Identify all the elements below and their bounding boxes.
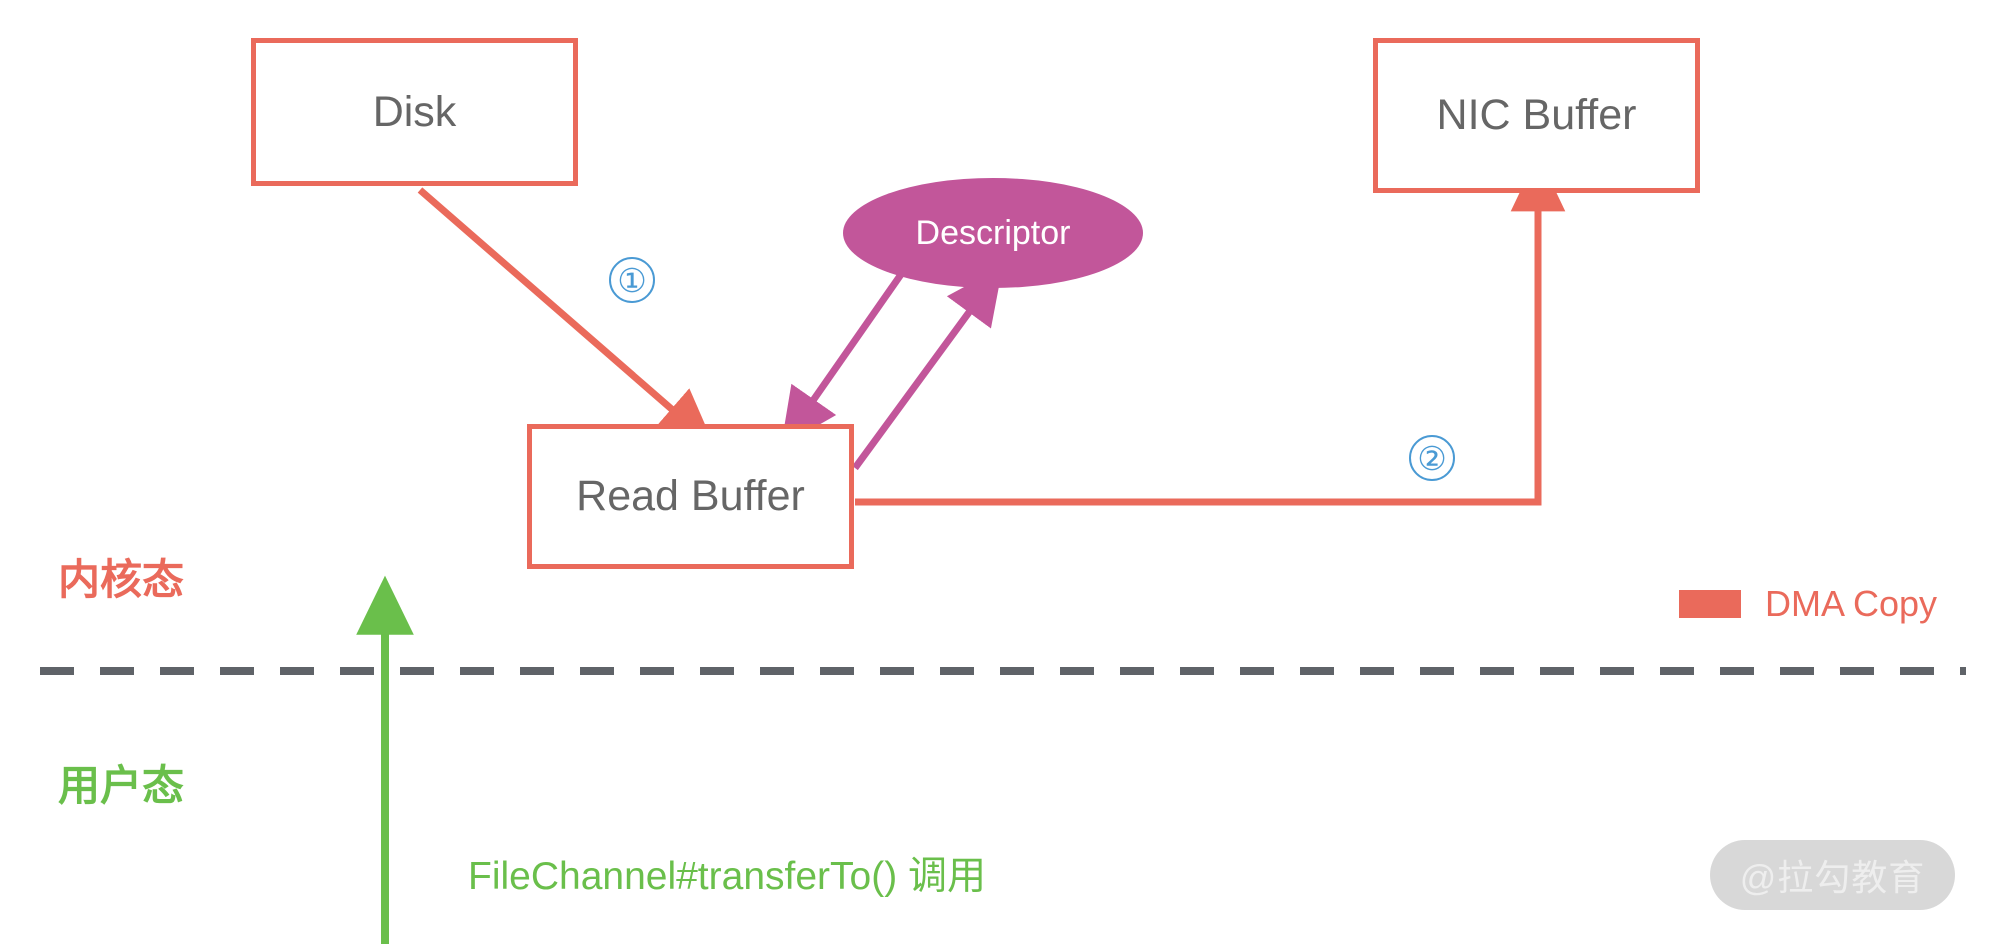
node-read-buffer[interactable]: Read Buffer (527, 424, 854, 569)
node-descriptor[interactable]: Descriptor (843, 178, 1143, 288)
node-disk[interactable]: Disk (251, 38, 578, 186)
connector-read-buffer-to-nic-buffer (855, 154, 1566, 506)
label-transferto-call: FileChannel#transferTo() 调用 (468, 855, 987, 898)
legend-dma-copy-label: DMA Copy (1765, 583, 1938, 624)
step-badge-1-label: ① (617, 261, 647, 299)
legend-dma-copy: DMA Copy (1679, 583, 1937, 625)
node-nic-buffer-label: NIC Buffer (1436, 91, 1637, 139)
watermark: @拉勾教育 (1710, 840, 1955, 910)
label-user-mode: 用户态 (58, 762, 185, 809)
step-badge-1: ① (609, 257, 655, 303)
node-nic-buffer[interactable]: NIC Buffer (1373, 38, 1700, 193)
step-badge-2: ② (1409, 435, 1455, 481)
node-read-buffer-label: Read Buffer (576, 472, 805, 520)
connector-read-buffer-to-descriptor (852, 266, 1003, 471)
watermark-text: @拉勾教育 (1739, 857, 1926, 898)
node-descriptor-label: Descriptor (915, 213, 1071, 252)
label-kernel-mode: 内核态 (58, 556, 185, 603)
legend-swatch-icon (1679, 590, 1741, 618)
connector-disk-to-read-buffer (417, 187, 715, 447)
step-badge-2-label: ② (1417, 439, 1447, 477)
node-disk-label: Disk (372, 87, 457, 136)
